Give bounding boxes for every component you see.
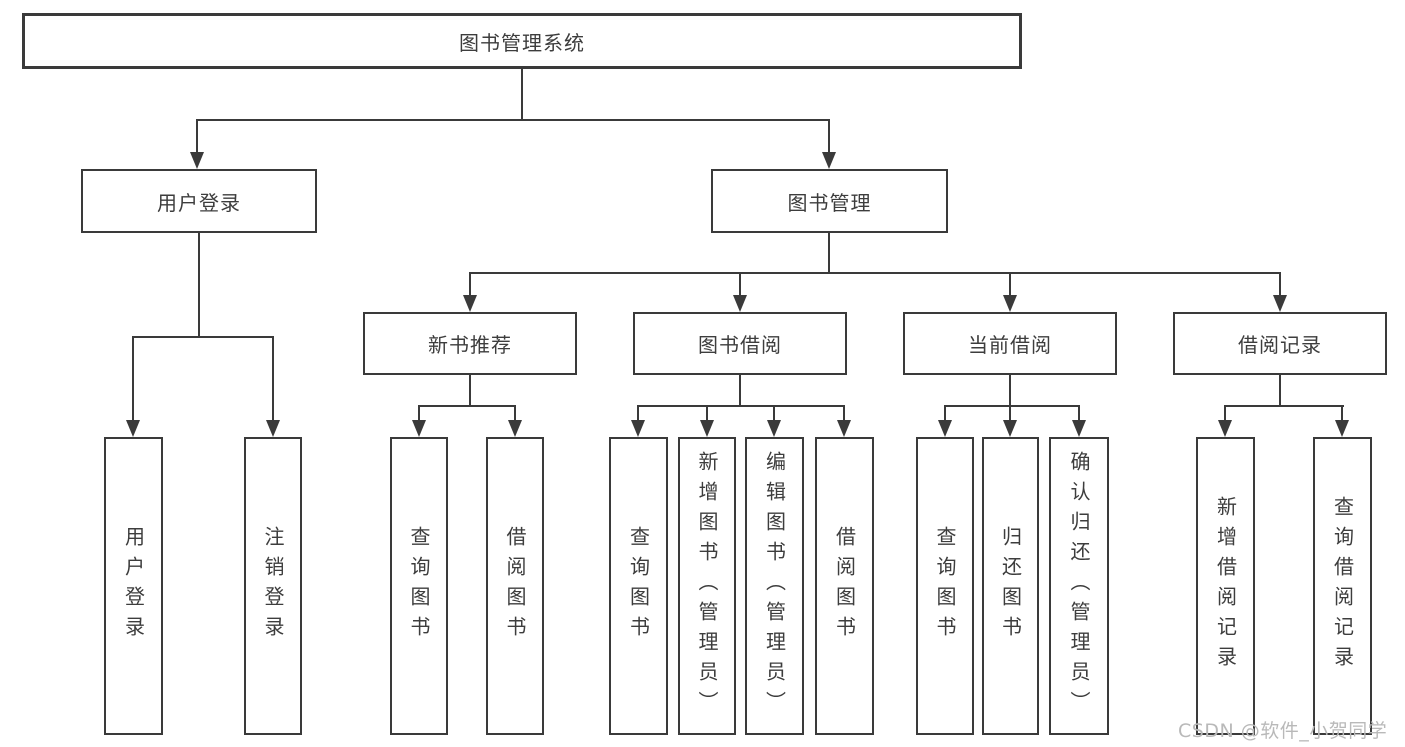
- leaf-label: 查询借阅记录: [1330, 496, 1355, 676]
- arrowhead-current-borrowing: [1003, 295, 1017, 312]
- connector-stem-br-query: [1341, 405, 1343, 422]
- arrowhead-bb-query: [631, 420, 645, 437]
- arrowhead-br-query: [1335, 420, 1349, 437]
- csdn-watermark: CSDN @软件_小贺同学: [1178, 720, 1388, 742]
- leaf-cb-query-books: 查询图书: [916, 437, 974, 735]
- arrowhead-cb-confirm: [1072, 420, 1086, 437]
- arrowhead-leaf-logout: [266, 420, 280, 437]
- node-label: 图书管理: [787, 190, 872, 215]
- connector-stem-nbr-query: [418, 405, 420, 422]
- connector-bb-rail: [637, 405, 845, 407]
- node-label: 用户登录: [157, 190, 241, 215]
- leaf-label: 注销登录: [261, 526, 285, 646]
- leaf-label: 确认归还（管理员）: [1067, 451, 1091, 721]
- connector-stem-book-borrowing: [739, 272, 741, 297]
- connector-stem-book-management: [828, 119, 830, 153]
- arrowhead-cb-query: [938, 420, 952, 437]
- connector-stem-bb-query: [637, 405, 639, 422]
- node-root-library-management-system: 图书管理系统: [22, 13, 1022, 69]
- node-new-book-recommend: 新书推荐: [363, 312, 577, 375]
- leaf-nbr-query-books: 查询图书: [390, 437, 448, 735]
- arrowhead-book-borrowing: [733, 295, 747, 312]
- node-label: 图书借阅: [698, 333, 782, 357]
- arrowhead-bb-borrow: [837, 420, 851, 437]
- leaf-label: 借阅图书: [503, 526, 527, 646]
- connector-stem-cb-return: [1009, 405, 1011, 422]
- leaf-nbr-borrow-books: 借阅图书: [486, 437, 544, 735]
- leaf-label: 查询图书: [407, 526, 431, 646]
- arrowhead-user-login: [190, 152, 204, 169]
- arrowhead-leaf-user-login: [126, 420, 140, 437]
- connector-stem-cb-query: [944, 405, 946, 422]
- leaf-br-query-record: 查询借阅记录: [1313, 437, 1372, 735]
- connector-nbr-feed: [469, 375, 471, 406]
- node-label: 当前借阅: [968, 333, 1052, 357]
- connector-stem-leaf-logout: [272, 336, 274, 422]
- connector-cb-rail: [944, 405, 1080, 407]
- leaf-br-add-record: 新增借阅记录: [1196, 437, 1255, 735]
- leaf-bb-edit-books-admin: 编辑图书（管理员）: [745, 437, 804, 735]
- connector-stem-new-book-recommend: [469, 272, 471, 297]
- leaf-label: 编辑图书（管理员）: [762, 451, 787, 721]
- connector-stem-user-login: [196, 119, 198, 153]
- leaf-bb-add-books-admin: 新增图书（管理员）: [678, 437, 736, 735]
- leaf-logout: 注销登录: [244, 437, 302, 735]
- leaf-label: 归还图书: [998, 526, 1023, 646]
- node-borrowing-records: 借阅记录: [1173, 312, 1387, 375]
- connector-book-management-feed: [828, 233, 830, 273]
- connector-user-login-rail: [132, 336, 274, 338]
- arrowhead-new-book-recommend: [463, 295, 477, 312]
- connector-cb-feed: [1009, 375, 1011, 406]
- node-book-management-branch: 图书管理: [711, 169, 948, 233]
- leaf-user-login: 用户登录: [104, 437, 163, 735]
- connector-root-feed: [521, 69, 523, 120]
- arrowhead-cb-return: [1003, 420, 1017, 437]
- node-current-borrowing: 当前借阅: [903, 312, 1117, 375]
- leaf-label: 查询图书: [626, 526, 651, 646]
- arrowhead-book-management: [822, 152, 836, 169]
- arrowhead-borrowing-records: [1273, 295, 1287, 312]
- leaf-bb-borrow-books: 借阅图书: [815, 437, 874, 735]
- leaf-label: 新增图书（管理员）: [695, 451, 719, 721]
- arrowhead-br-add: [1218, 420, 1232, 437]
- arrowhead-bb-add: [700, 420, 714, 437]
- connector-stem-br-add: [1224, 405, 1226, 422]
- connector-user-login-feed: [198, 233, 200, 337]
- leaf-label: 用户登录: [121, 526, 146, 646]
- connector-stem-borrowing-records: [1279, 272, 1281, 297]
- connector-stem-current-borrowing: [1009, 272, 1011, 297]
- connector-br-feed: [1279, 375, 1281, 406]
- connector-stem-bb-borrow: [843, 405, 845, 422]
- connector-stem-leaf-user-login: [132, 336, 134, 422]
- leaf-cb-return-books: 归还图书: [982, 437, 1039, 735]
- connector-stem-bb-add: [706, 405, 708, 422]
- node-label: 借阅记录: [1238, 333, 1322, 357]
- connector-bb-feed: [739, 375, 741, 406]
- node-user-login-branch: 用户登录: [81, 169, 317, 233]
- node-label: 图书管理系统: [459, 30, 585, 55]
- arrowhead-nbr-query: [412, 420, 426, 437]
- connector-nbr-rail: [418, 405, 516, 407]
- connector-root-rail: [196, 119, 830, 121]
- leaf-cb-confirm-return-admin: 确认归还（管理员）: [1049, 437, 1109, 735]
- arrowhead-nbr-borrow: [508, 420, 522, 437]
- connector-stem-cb-confirm: [1078, 405, 1080, 422]
- node-book-borrowing: 图书借阅: [633, 312, 847, 375]
- connector-book-management-rail: [469, 272, 1281, 274]
- leaf-label: 借阅图书: [832, 526, 857, 646]
- leaf-label: 查询图书: [933, 526, 957, 646]
- connector-br-rail: [1224, 405, 1344, 407]
- connector-stem-bb-edit: [773, 405, 775, 422]
- leaf-bb-query-books: 查询图书: [609, 437, 668, 735]
- connector-stem-nbr-borrow: [514, 405, 516, 422]
- node-label: 新书推荐: [428, 333, 512, 357]
- arrowhead-bb-edit: [767, 420, 781, 437]
- leaf-label: 新增借阅记录: [1213, 496, 1238, 676]
